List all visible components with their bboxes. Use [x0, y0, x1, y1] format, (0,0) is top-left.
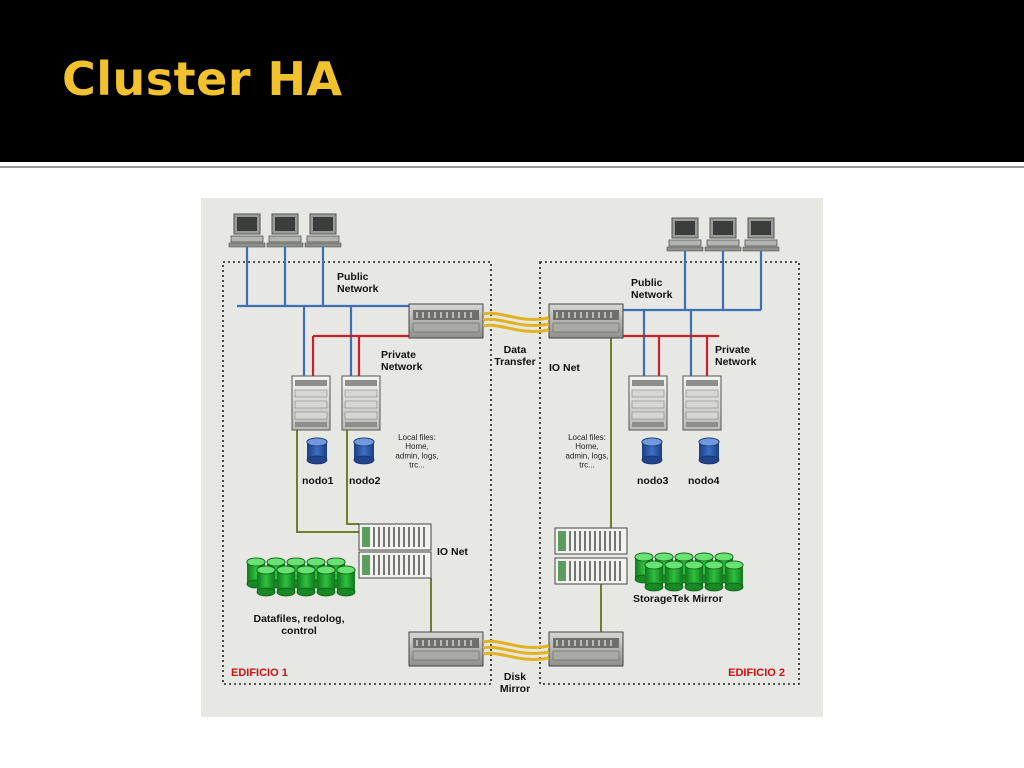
private-network-lines-b1 [311, 334, 409, 376]
workstation-icon [228, 213, 266, 248]
node-label-nodo4: nodo4 [688, 475, 720, 487]
node-label-nodo1: nodo1 [302, 475, 334, 487]
building2-boundary [539, 261, 800, 685]
header-divider [0, 162, 1024, 168]
storagetek-mirror-label: StorageTek Mirror [633, 593, 723, 605]
io-lines-b1 [296, 430, 432, 632]
slide-header: Cluster HA [0, 0, 1024, 160]
datafiles-label: Datafiles, redolog,control [253, 613, 344, 637]
node-label-nodo3: nodo3 [637, 475, 669, 487]
workstation-icon [742, 217, 780, 252]
node-label-nodo2: nodo2 [349, 475, 381, 487]
network-switch-icon [548, 303, 624, 339]
network-switch-icon [548, 631, 624, 667]
storage-array-icon [554, 527, 628, 555]
local-disk-icon [353, 437, 375, 465]
server-icon [682, 375, 722, 431]
public-network-lines-b2 [623, 251, 763, 376]
local-disk-icon [698, 437, 720, 465]
building1-label: EDIFICIO 1 [231, 667, 288, 679]
local-disk-icon [306, 437, 328, 465]
diagram-background [201, 198, 823, 717]
local-files-label-b2: Local files:Home,admin, logs,trc... [565, 433, 608, 470]
local-disk-icon [641, 437, 663, 465]
storage-array-icon [358, 551, 432, 579]
building2-label: EDIFICIO 2 [728, 667, 785, 679]
network-switch-icon [408, 631, 484, 667]
slide-title: Cluster HA [62, 52, 343, 106]
data-transfer-link [482, 311, 550, 333]
private-network-lines-b2 [623, 334, 719, 376]
workstation-icon [666, 217, 704, 252]
network-switch-icon [408, 303, 484, 339]
storage-array-icon [358, 523, 432, 551]
storage-array-icon [554, 557, 628, 585]
public-network-lines-b1 [237, 247, 409, 376]
workstation-icon [304, 213, 342, 248]
server-icon [628, 375, 668, 431]
workstation-icon [704, 217, 742, 252]
server-icon [341, 375, 381, 431]
io-net-label-b1: IO Net [437, 546, 468, 558]
storagetek-mirror-disks [634, 552, 744, 592]
server-icon [291, 375, 331, 431]
disk-mirror-link [482, 639, 550, 661]
local-files-label-b1: Local files:Home,admin, logs,trc... [395, 433, 438, 470]
io-lines-b2 [600, 336, 612, 632]
workstation-icon [266, 213, 304, 248]
datafiles-disks [246, 557, 356, 597]
io-net-label-b2: IO Net [549, 362, 580, 374]
